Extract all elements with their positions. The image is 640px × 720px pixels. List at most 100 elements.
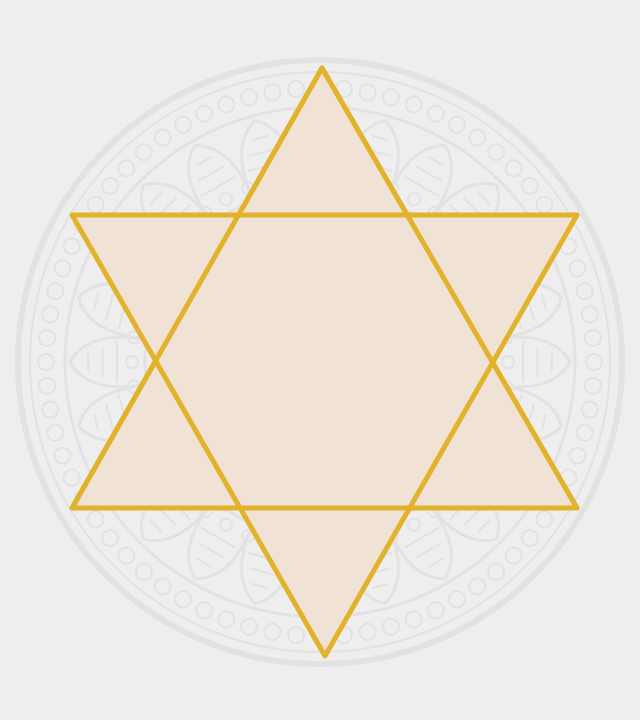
downward-triangle [69, 212, 580, 659]
mandala-bead [195, 601, 214, 620]
mandala-bead [520, 529, 539, 548]
mandala-bead [448, 590, 466, 609]
mandala-bead [38, 329, 56, 348]
mandala-bead [580, 305, 599, 324]
mandala-petal-line [149, 519, 163, 533]
mandala-bead [101, 529, 120, 548]
mandala-inner-bead [501, 355, 515, 369]
mandala-petal-line [92, 293, 100, 311]
mandala-bead [217, 610, 236, 629]
mandala-bead [153, 128, 172, 147]
mandala-bead [62, 237, 81, 256]
mandala-bead [487, 562, 506, 581]
mandala-bead [41, 305, 60, 324]
mandala-petal-line [149, 191, 163, 205]
mandala-bead [487, 143, 506, 162]
mandala-inner-bead [219, 192, 233, 207]
mandala-outer-ring [15, 57, 625, 667]
mandala-petal-line [540, 413, 548, 431]
mandala-bead [41, 400, 60, 419]
mandala-bead [568, 259, 587, 278]
mandala-bead [153, 577, 172, 596]
mandala-bead [117, 546, 136, 565]
mandala-petal-line [251, 582, 269, 590]
mandala-petal-line [540, 293, 548, 311]
mandala-bead [174, 115, 192, 134]
mandala-petal-line [371, 582, 389, 590]
mandala-bead [38, 376, 56, 395]
mandala-bead [46, 282, 65, 301]
mandala-inner-bead [407, 192, 421, 207]
mandala-petal-line [200, 175, 237, 198]
mandala-petal-line [92, 413, 100, 431]
mandala-bead [426, 601, 445, 620]
mandala-bead [53, 259, 72, 278]
mandala-petal-line [415, 165, 443, 182]
mandala-bead [263, 83, 282, 102]
mandala-bead [37, 353, 55, 371]
mandala-bead [520, 176, 539, 195]
mandala-inner-bead [407, 517, 421, 532]
mandala-bead [358, 622, 377, 641]
mandala-petal [187, 503, 253, 581]
mandala-petal-line [251, 134, 269, 142]
mandala-bead [468, 128, 487, 147]
mandala-bead [535, 510, 554, 529]
mandala-bead [287, 626, 306, 644]
mandala-bead [404, 95, 423, 114]
mandala-petal-line [105, 403, 115, 433]
mandala-bead [53, 446, 72, 465]
mandala-petal-line [249, 567, 279, 577]
mandala-petal [187, 143, 253, 221]
mandala-bead [287, 80, 306, 98]
mandala-bead [448, 115, 466, 134]
mandala-bead [575, 282, 594, 301]
mandala-bead [86, 510, 105, 529]
mandala-bead [263, 622, 282, 641]
mandala-bead [404, 610, 423, 629]
mandala-petal [387, 503, 453, 581]
mandala-bead [117, 159, 136, 178]
mandala-petal-line [427, 557, 444, 568]
mandala-bead [101, 176, 120, 195]
mandala-bead [134, 143, 153, 162]
mandala-petal [68, 335, 142, 389]
mandala-bead [134, 562, 153, 581]
mandala-petal [387, 143, 453, 221]
mandala-petal-line [477, 519, 491, 533]
upward-triangle-outline [69, 65, 580, 511]
mandala-bead [426, 104, 445, 123]
mandala-bead [240, 88, 259, 107]
mandala-bead [585, 353, 603, 371]
mandala-petal-line [200, 526, 237, 549]
mandala-inner-bead [219, 517, 233, 532]
mandala-bead [174, 590, 192, 609]
mandala-petal-line [197, 165, 225, 182]
mandala-bead [381, 617, 400, 636]
mandala-petal-line [403, 526, 440, 549]
mandala-petal-line [196, 156, 213, 167]
mandala-petal-line [196, 557, 213, 568]
mandala-bead [504, 546, 523, 565]
mandala-petal-line [371, 134, 389, 142]
mandala-bead [62, 468, 81, 487]
mandala-inner-bead [125, 355, 139, 369]
mandala-bead [240, 617, 259, 636]
mandala-petal-line [415, 542, 443, 559]
mandala-petal-line [197, 542, 225, 559]
mandala-bead [575, 423, 594, 442]
mandala-bead [46, 423, 65, 442]
mandala-petal-line [477, 191, 491, 205]
mandala-bead [584, 329, 602, 348]
mandala-bead [381, 88, 400, 107]
mandala-bead [504, 159, 523, 178]
mandala-petal-line [427, 156, 444, 167]
mandala-bead [584, 376, 602, 395]
mandala-bead [217, 95, 236, 114]
mandala-bead [568, 446, 587, 465]
mandala-bead [580, 400, 599, 419]
mandala-petal [498, 335, 572, 389]
mandala-bead [358, 83, 377, 102]
